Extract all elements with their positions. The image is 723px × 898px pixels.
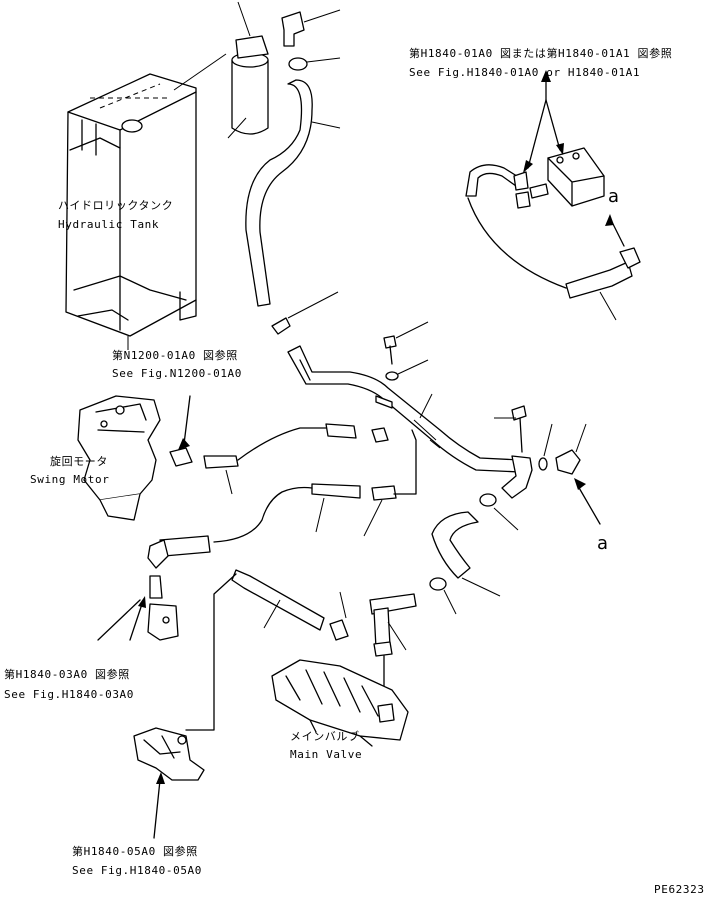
hydraulic-tank-label-en: Hydraulic Tank [58,218,160,231]
pilot-hose-lower [185,569,349,731]
leader-lines [413,419,441,449]
elbow-fitting-top [281,9,341,47]
callout-h1840-03-en: See Fig.H1840-03A0 [4,688,135,701]
selector-valve-block [523,70,605,207]
bolt-washer-center [375,321,429,409]
suction-hose-right [429,493,519,615]
lower-left-connector [97,575,179,641]
callout-h1840-03-jp: 第H1840-03A0 図参照 [4,668,130,681]
callout-h1840-05-en: See Fig.H1840-05A0 [72,864,203,877]
swing-motor-label-en: Swing Motor [30,473,110,486]
pilot-valve-lower-left [133,727,205,839]
callout-n1200-en: See Fig.N1200-01A0 [112,367,243,380]
right-end-fittings [494,405,601,525]
callout-n1200-jp: 第N1200-01A0 図参照 [112,349,238,362]
connection-marker-a-top: a [608,186,620,207]
connection-marker-a-bottom: a [597,533,609,554]
swing-motor [77,395,193,521]
pilot-hose-top-right [465,164,641,321]
main-valve-label-en: Main Valve [290,748,363,761]
drawing-code: PE62323 [654,883,705,896]
callout-h1840-05-jp: 第H1840-05A0 図参照 [72,845,198,858]
swing-motor-drain-hose [203,423,389,495]
return-filter [173,1,269,139]
callout-top-right-en: See Fig.H1840-01A0 or H1840-01A1 [409,66,641,79]
hose-clamp-top [288,57,341,71]
center-steel-pipe [287,345,521,473]
return-hose [245,79,341,335]
tee-fitting-main-valve [369,593,417,713]
callout-top-right-jp: 第H1840-01A0 図または第H1840-01A1 図参照 [409,47,673,60]
swing-motor-label-jp: 旋回モータ [50,455,108,468]
hydraulic-tank [65,73,197,350]
main-valve [271,659,409,747]
hydraulic-tank-label-jp: ハイドロリックタンク [58,199,174,212]
swing-motor-return-hose [147,429,417,569]
main-valve-label-jp: メインバルブ [290,730,360,743]
